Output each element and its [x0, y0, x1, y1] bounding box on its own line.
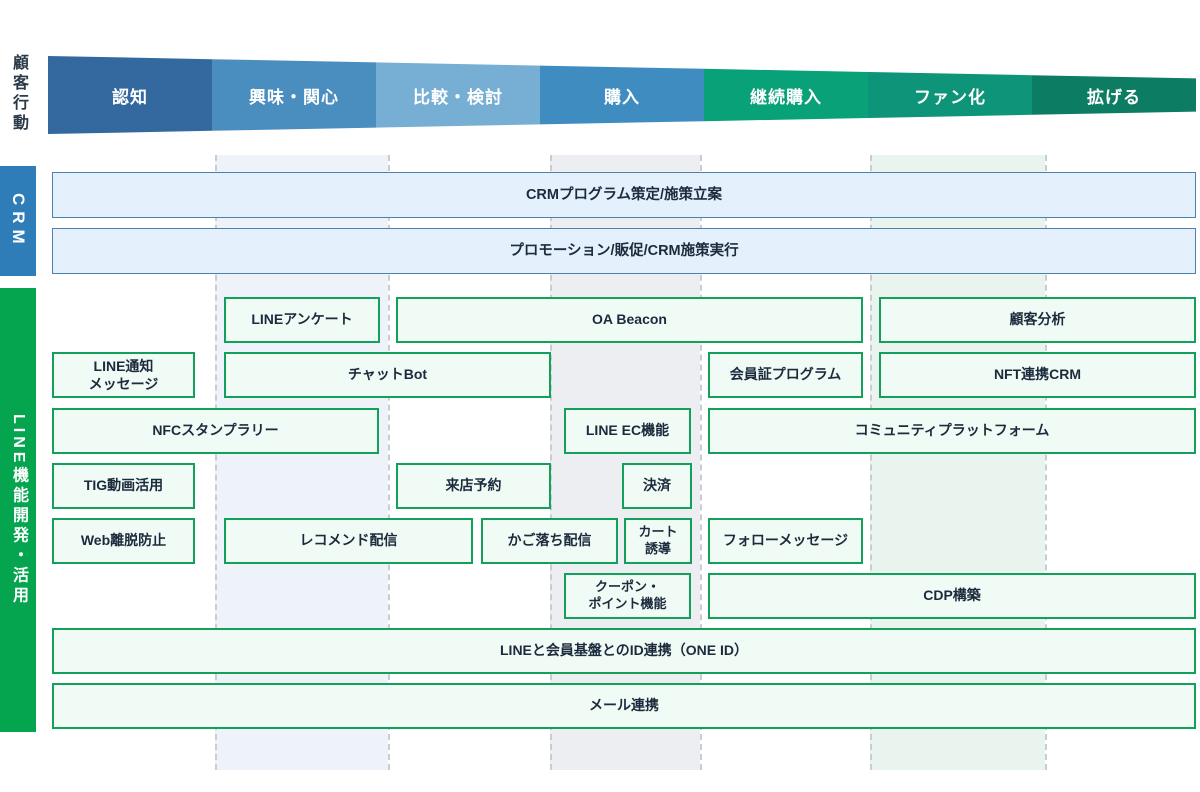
line-box-payment[interactable]: 決済 — [622, 463, 692, 509]
funnel-segment-2 — [212, 59, 376, 131]
line-box-cdp-construction[interactable]: CDP構築 — [708, 573, 1196, 619]
rail-label-line: LINE機能開発・活用 — [0, 288, 36, 732]
line-box-cart-abandonment-delivery[interactable]: かご落ち配信 — [481, 518, 618, 564]
line-box-customer-analysis[interactable]: 顧客分析 — [879, 297, 1196, 343]
line-box-recommendation-delivery[interactable]: レコメンド配信 — [224, 518, 473, 564]
crm-row-2[interactable]: プロモーション/販促/CRM施策実行 — [52, 228, 1196, 274]
customer-journey-funnel: 認知 興味・関心 比較・検討 購入 継続購入 ファン化 拡げる — [48, 56, 1196, 134]
rail-label-crm: CRM — [0, 166, 36, 276]
funnel-segment-4 — [540, 65, 704, 125]
line-box-membership-program[interactable]: 会員証プログラム — [708, 352, 863, 398]
line-box-cart-guidance[interactable]: カート 誘導 — [624, 518, 692, 564]
funnel-segment-5 — [704, 68, 868, 122]
rail-label-customer-behaviour: 顧客行動 — [10, 54, 27, 134]
funnel-segment-7 — [1032, 75, 1196, 115]
funnel-shape — [48, 56, 1196, 134]
line-box-oa-beacon[interactable]: OA Beacon — [396, 297, 863, 343]
line-box-line-notification-message[interactable]: LINE通知 メッセージ — [52, 352, 195, 398]
line-box-mail-integration[interactable]: メール連携 — [52, 683, 1196, 729]
line-box-nfc-stamp-rally[interactable]: NFCスタンプラリー — [52, 408, 379, 454]
funnel-segment-1 — [48, 56, 212, 134]
line-box-web-exit-prevention[interactable]: Web離脱防止 — [52, 518, 195, 564]
line-box-tig-video[interactable]: TIG動画活用 — [52, 463, 195, 509]
funnel-segment-3 — [376, 62, 540, 128]
line-box-chat-bot[interactable]: チャットBot — [224, 352, 551, 398]
line-box-line-ec[interactable]: LINE EC機能 — [564, 408, 691, 454]
line-box-line-survey[interactable]: LINEアンケート — [224, 297, 380, 343]
line-box-store-reservation[interactable]: 来店予約 — [396, 463, 551, 509]
line-box-coupon-point[interactable]: クーポン・ ポイント機能 — [564, 573, 691, 619]
crm-row-1[interactable]: CRMプログラム策定/施策立案 — [52, 172, 1196, 218]
line-box-one-id[interactable]: LINEと会員基盤とのID連携（ONE ID） — [52, 628, 1196, 674]
line-box-nft-crm[interactable]: NFT連携CRM — [879, 352, 1196, 398]
line-box-follow-message[interactable]: フォローメッセージ — [708, 518, 863, 564]
funnel-segment-6 — [868, 72, 1032, 118]
line-box-community-platform[interactable]: コミュニティプラットフォーム — [708, 408, 1196, 454]
